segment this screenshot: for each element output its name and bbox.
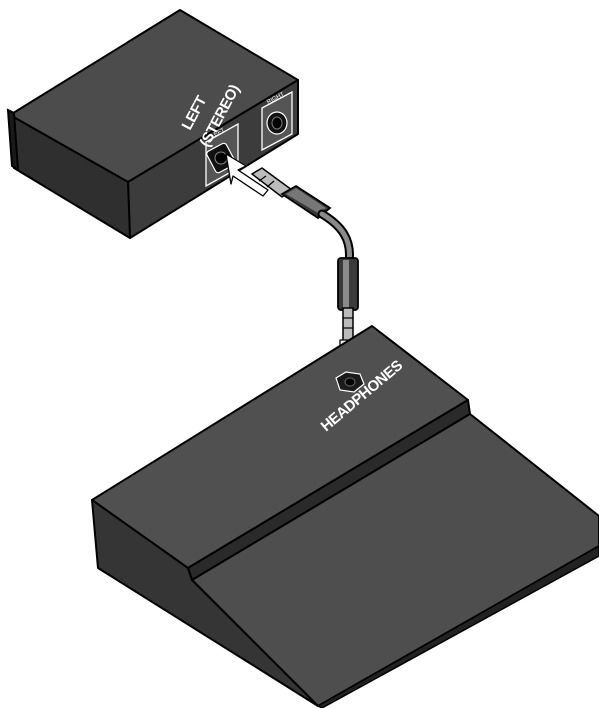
console-left-side (91, 499, 319, 707)
headphone-jack-icon (335, 371, 365, 393)
unit-rear-flange (6, 108, 20, 172)
insertion-arrow-icon (225, 153, 269, 197)
stereo-plug-icon (225, 153, 332, 220)
mixer-console: HEADPHONES (91, 325, 599, 708)
stereo-unit: RIGHT LEFT LEFT (STEREO) (6, 9, 299, 239)
console-front-edge (316, 545, 599, 708)
stereo-cable (225, 153, 365, 379)
right-jack: RIGHT (261, 90, 293, 152)
